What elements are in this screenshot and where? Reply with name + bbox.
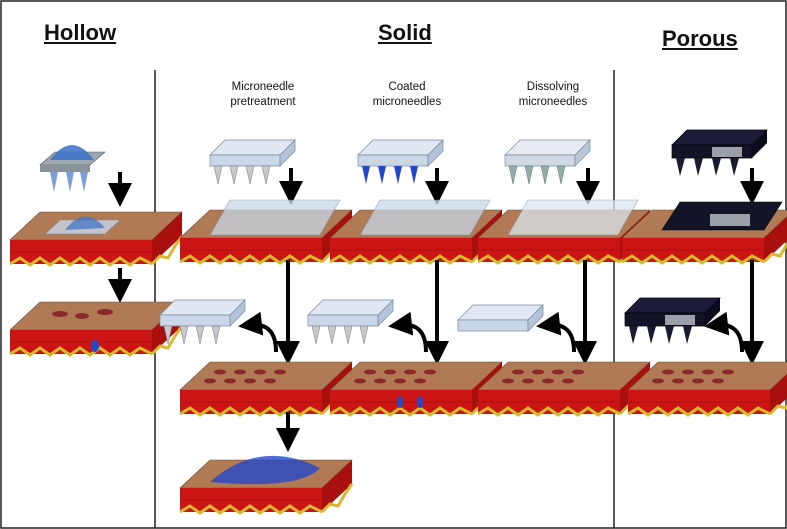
dissolving-patch-removed [457, 304, 544, 332]
hollow-skin-after [8, 300, 184, 357]
pretreatment-skin-holes [178, 360, 354, 417]
pretreatment-label-line1: Microneedle [231, 81, 295, 93]
curved-arrow-icon [704, 311, 744, 353]
coated-label-line2: microneedles [372, 96, 442, 108]
dissolving-skin-inserted [476, 199, 652, 265]
coated-patch [357, 139, 444, 185]
pretreatment-patch [209, 139, 296, 185]
porous-heading: Porous [662, 26, 738, 51]
curved-arrow-icon [388, 311, 428, 353]
dissolving-label: Dissolving microneedles [498, 80, 608, 110]
dissolving-label-line2: microneedles [518, 96, 588, 108]
dissolving-patch [504, 139, 591, 185]
porous-skin-holes [626, 360, 787, 417]
dissolving-skin-holes [476, 360, 652, 417]
hollow-heading: Hollow [44, 20, 117, 45]
pretreatment-skin-drug [178, 455, 354, 515]
porous-patch-removed [624, 297, 721, 345]
curved-arrow-icon [536, 311, 576, 353]
curved-arrow-icon [238, 311, 278, 353]
hollow-patch-illustration [39, 145, 106, 192]
porous-skin-inserted [620, 201, 787, 265]
pretreatment-label: Microneedle pretreatment [208, 80, 318, 110]
dissolving-label-line1: Dissolving [526, 81, 580, 93]
coated-label: Coated microneedles [352, 80, 462, 110]
coated-label-line1: Coated [388, 81, 426, 93]
coated-patch-removed [307, 299, 394, 345]
hollow-skin-inserted [8, 210, 184, 267]
pretreatment-label-line2: pretreatment [230, 96, 296, 108]
pretreatment-skin-inserted [178, 199, 354, 265]
solid-heading: Solid [378, 20, 432, 45]
coated-skin-inserted [328, 199, 504, 265]
coated-skin-holes [328, 360, 504, 417]
